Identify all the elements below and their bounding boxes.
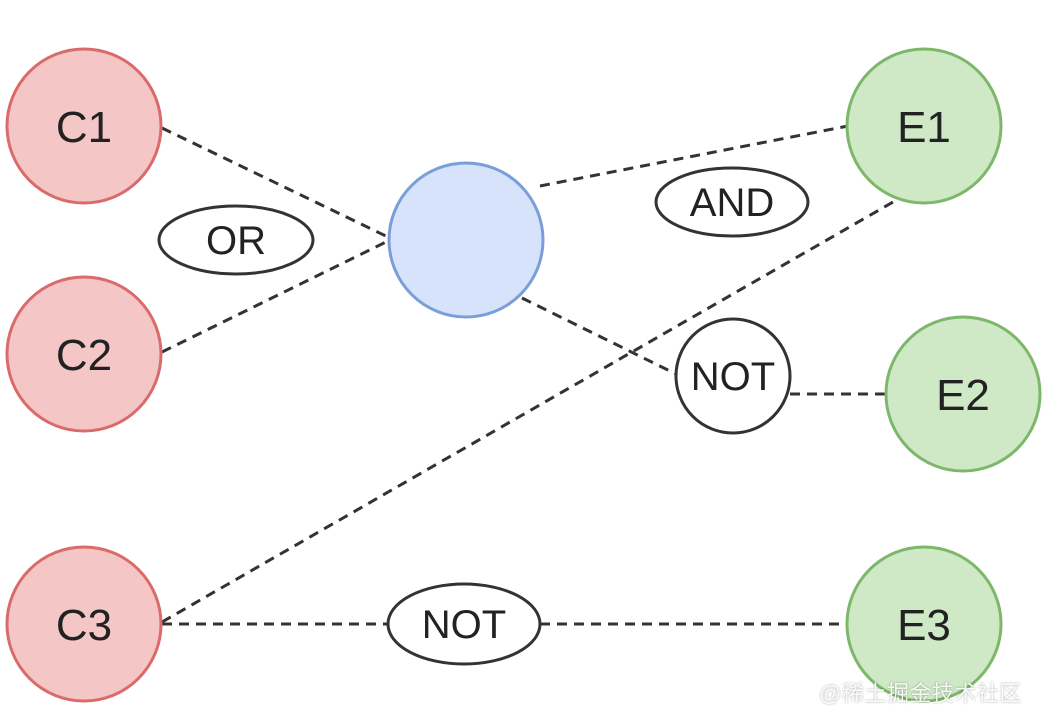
gate-not-middle: NOT bbox=[674, 317, 792, 435]
cause-node-c1: C1 bbox=[5, 47, 163, 205]
cause-node-c2: C2 bbox=[5, 275, 163, 433]
intermediate-node bbox=[387, 161, 545, 319]
gate-or: OR bbox=[157, 204, 315, 276]
line-c2-to-node bbox=[161, 238, 391, 354]
effect-node-e1: E1 bbox=[845, 47, 1003, 205]
effect-node-e2: E2 bbox=[884, 315, 1042, 473]
connection-lines bbox=[161, 124, 901, 626]
cause-label-c3: C3 bbox=[56, 601, 112, 650]
cause-node-c3: C3 bbox=[5, 545, 163, 703]
gate-and-label: AND bbox=[690, 181, 774, 225]
gate-not-middle-label: NOT bbox=[691, 355, 775, 399]
gate-not-bottom: NOT bbox=[386, 582, 542, 666]
effect-label-e2: E2 bbox=[936, 371, 990, 420]
line-node-to-e1 bbox=[539, 124, 849, 188]
gate-and: AND bbox=[654, 166, 810, 238]
effect-label-e3: E3 bbox=[897, 601, 951, 650]
gate-not-bottom-label: NOT bbox=[422, 603, 506, 647]
cause-label-c1: C1 bbox=[56, 103, 112, 152]
line-c3-to-e1 bbox=[161, 196, 901, 624]
effect-label-e1: E1 bbox=[897, 103, 951, 152]
cause-label-c2: C2 bbox=[56, 331, 112, 380]
gate-or-label: OR bbox=[206, 219, 266, 263]
line-c1-to-node bbox=[161, 126, 391, 240]
line-node-to-not bbox=[521, 296, 681, 378]
watermark-text: @稀土掘金技术社区 bbox=[819, 681, 1022, 706]
effect-node-e3: E3 bbox=[845, 545, 1003, 703]
